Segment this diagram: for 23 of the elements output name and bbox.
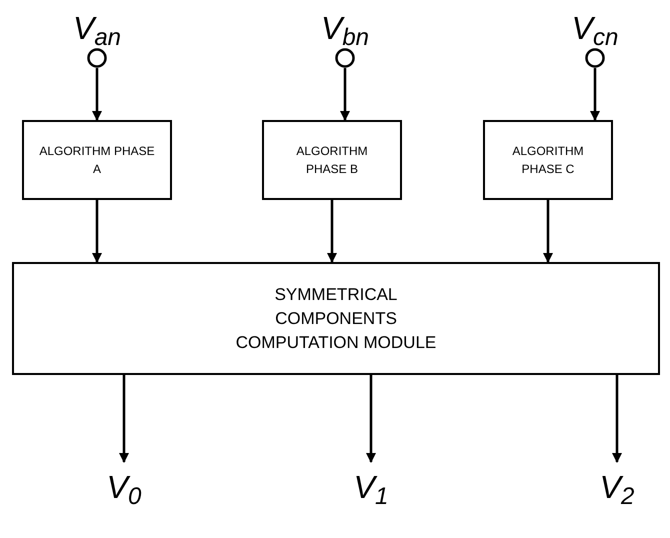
- box-label: ALGORITHM PHASE C: [511, 143, 585, 178]
- arrow: [543, 200, 553, 263]
- arrow: [327, 200, 337, 263]
- arrow: [92, 200, 102, 263]
- process-box: [262, 120, 402, 200]
- arrow: [340, 68, 350, 121]
- process-box: [483, 120, 613, 200]
- box-label: ALGORITHM PHASE B: [295, 143, 369, 178]
- arrow: [366, 375, 376, 463]
- arrow: [590, 68, 600, 121]
- process-box: [22, 120, 172, 200]
- voltage-label: V$_{1}$: [354, 471, 388, 503]
- arrow: [92, 68, 102, 121]
- voltage-label: V$_{2}$: [600, 471, 634, 503]
- arrow: [119, 375, 129, 463]
- box-label: SYMMETRICAL COMPONENTS COMPUTATION MODULE: [234, 284, 438, 354]
- voltage-label: V$_{cn}$: [572, 12, 618, 44]
- voltage-label: V$_{0}$: [106, 471, 142, 503]
- process-box: [12, 262, 660, 375]
- voltage-label: V$_{an}$: [72, 12, 122, 44]
- box-label: ALGORITHM PHASE A: [38, 143, 156, 178]
- arrow: [612, 375, 622, 463]
- voltage-label: V$_{bn}$: [320, 12, 370, 44]
